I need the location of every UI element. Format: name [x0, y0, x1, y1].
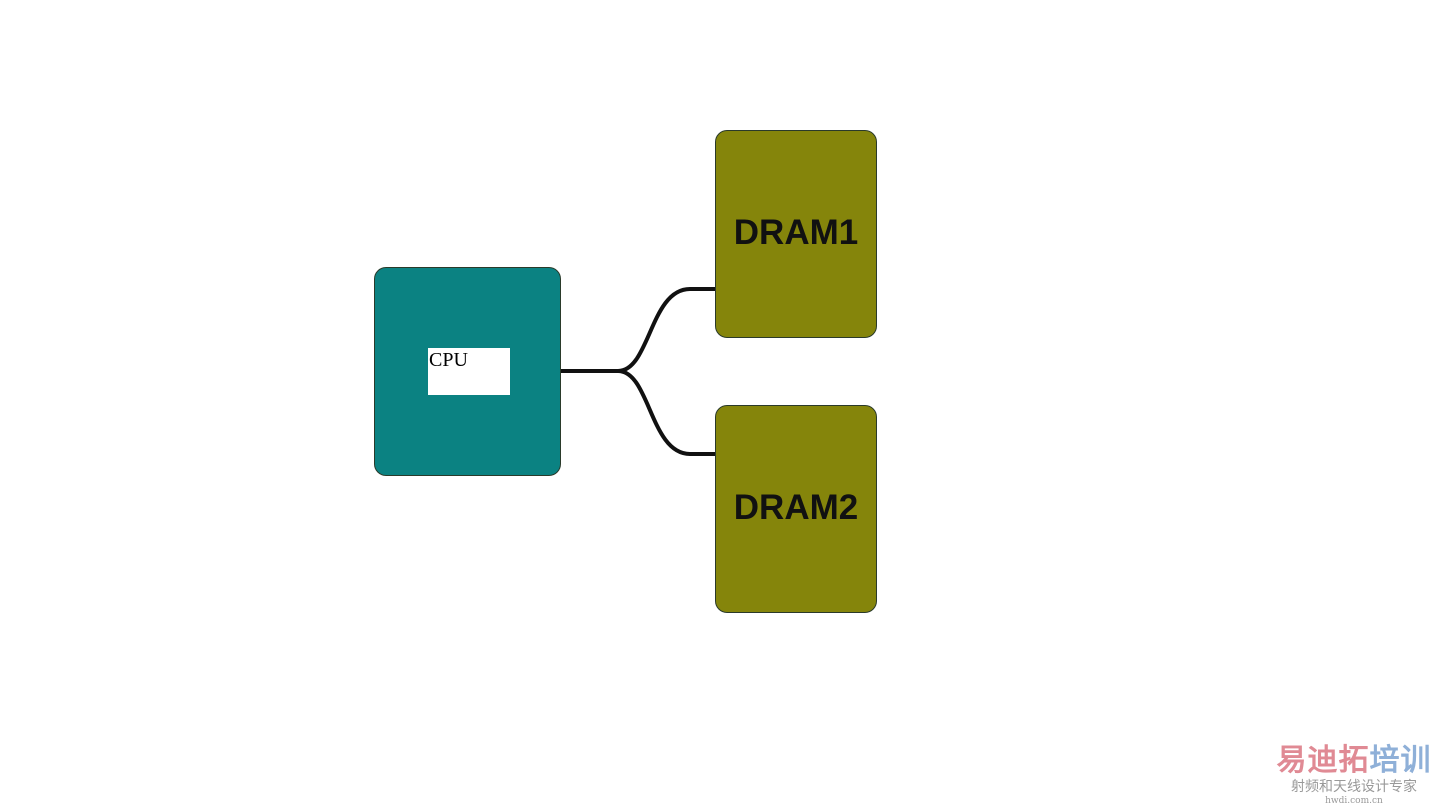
- dram1-block: DRAM1: [715, 130, 877, 338]
- cpu-block: CPU: [374, 267, 561, 476]
- watermark-subtitle: 射频和天线设计专家: [1291, 779, 1417, 795]
- watermark-url: hwdi.com.cn: [1325, 796, 1383, 806]
- cpu-label: CPU: [428, 348, 510, 395]
- watermark: 易迪拓培训 射频和天线设计专家 hwdi.com.cn: [1274, 744, 1434, 806]
- dram2-label: DRAM2: [733, 488, 859, 527]
- dram1-label: DRAM1: [733, 213, 859, 252]
- dram2-block: DRAM2: [715, 405, 877, 613]
- watermark-title-a: 易迪拓: [1276, 744, 1370, 777]
- wire-cpu-dram1: [561, 287, 719, 373]
- wire-cpu-dram2: [617, 369, 719, 456]
- watermark-title-b: 培训: [1369, 744, 1432, 777]
